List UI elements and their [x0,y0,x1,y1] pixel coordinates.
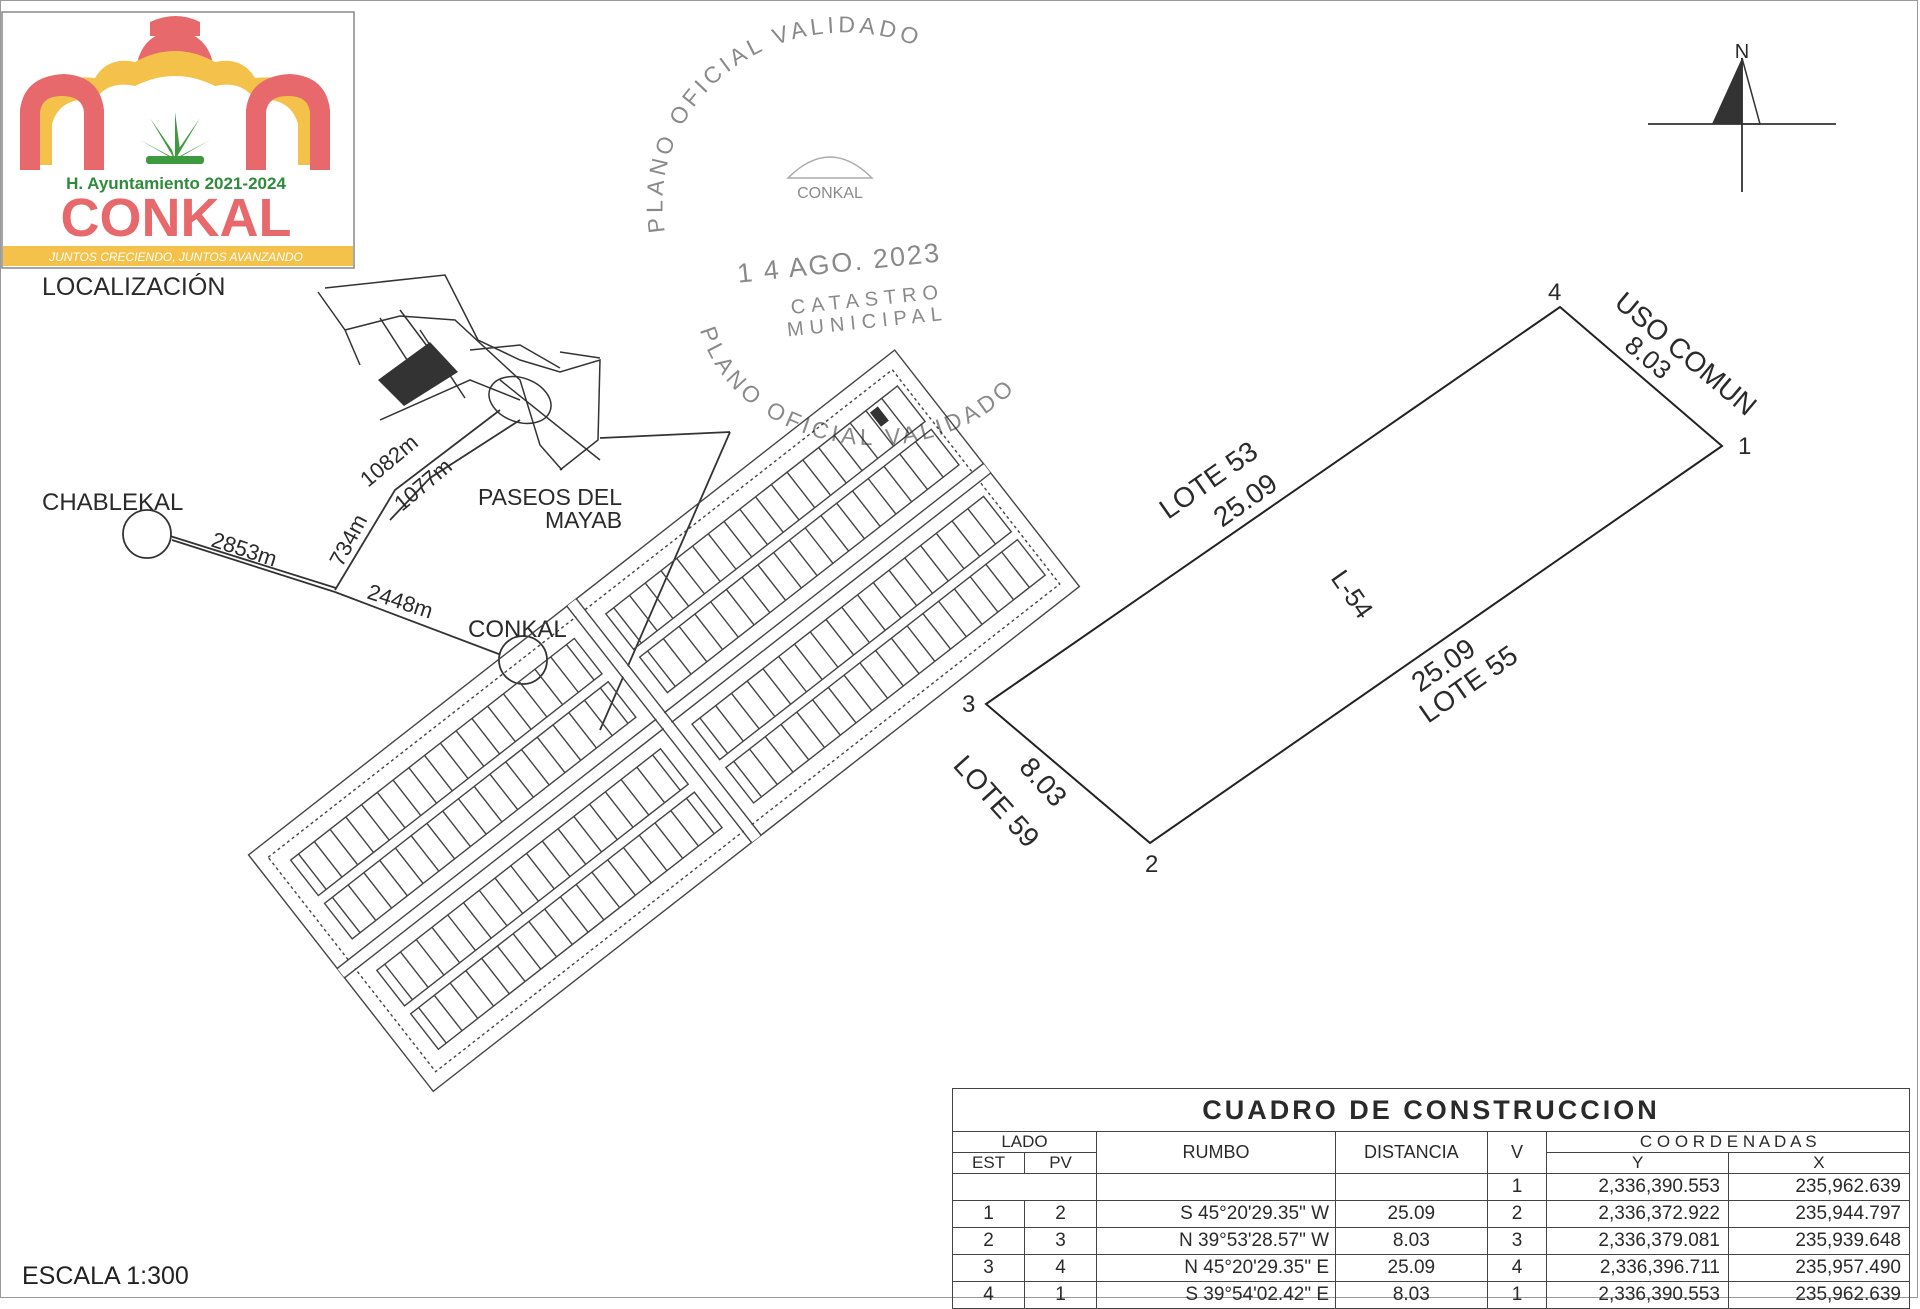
header-x: X [1727,1152,1911,1174]
construction-table: CUADRO DE CONSTRUCCION LADO RUMBO DISTAN… [951,1088,1911,1309]
header-pv: PV [1024,1152,1097,1174]
place-paseos-line2: MAYAB [545,507,622,533]
header-est: EST [951,1152,1026,1174]
location-sketch [317,274,601,471]
table-row: 4 1 S 39°54'02.42" E 8.03 1 2,336,390.55… [951,1281,1911,1309]
place-conkal: CONKAL [468,616,567,643]
vertex-3: 3 [962,691,975,718]
cell-v: 3 [1486,1227,1548,1255]
cell-pv: 1 [1024,1281,1097,1309]
cell-x: 235,962.639 [1727,1281,1911,1309]
cell-est: 2 [951,1227,1026,1255]
cell-x: 235,944.797 [1727,1200,1911,1228]
scale-label: ESCALA 1:300 [22,1262,189,1290]
cell-y: 2,336,390.553 [1546,1173,1729,1201]
north-label: N [1735,41,1749,63]
cell-rumbo: S 45°20'29.35" W [1095,1200,1337,1228]
cell-rumbo: N 45°20'29.35" E [1095,1254,1337,1282]
stamp-top-text: PLANO OFICIAL VALIDADO [641,11,921,234]
table-row: 3 4 N 45°20'29.35" E 25.09 4 2,336,396.7… [951,1254,1911,1282]
municipal-logo: H. Ayuntamiento 2021-2024 CONKAL JUNTOS … [1,11,355,269]
distance-2853m: 2853m [208,527,280,572]
header-y: Y [1546,1152,1729,1174]
north-arrow: N [1648,41,1836,192]
cell-x: 235,957.490 [1727,1254,1911,1282]
vertex-4: 4 [1548,279,1561,306]
logo-name: CONKAL [61,188,292,248]
lot-polygon [984,305,1724,845]
cell-rumbo: N 39°53'28.57" W [1095,1227,1337,1255]
subdivision-plan [247,349,1081,1093]
cell-y: 2,336,379.081 [1546,1227,1729,1255]
cell-distancia: 25.09 [1335,1200,1488,1228]
header-coordenadas: C O O R D E N A D A S [1546,1131,1910,1153]
validation-stamp: PLANO OFICIAL VALIDADO PLANO OFICIAL VAL… [641,11,1021,450]
header-distancia: DISTANCIA [1335,1131,1488,1174]
stamp-date: 1 4 AGO. 2023 [736,237,943,288]
table-title: CUADRO DE CONSTRUCCION [952,1088,1910,1132]
site-block-marker [378,342,458,406]
cell-v: 4 [1486,1254,1548,1282]
conkal-marker [498,635,548,685]
vertex-1: 1 [1738,433,1751,460]
cell-est: 1 [951,1200,1026,1228]
route-lines [169,409,731,731]
header-v: V [1486,1131,1548,1174]
cell-distancia: 8.03 [1335,1281,1488,1309]
svg-text:PLANO OFICIAL VALIDADO: PLANO OFICIAL VALIDADO [641,11,925,234]
table-row: 1 2,336,390.553 235,962.639 [952,1173,1911,1201]
cell-x: 235,962.639 [1727,1173,1911,1201]
header-lado: LADO [952,1131,1097,1153]
cell-x: 235,939.648 [1727,1227,1911,1255]
place-chablekal: CHABLEKAL [42,489,183,516]
lot-id: L-54 [1325,564,1379,624]
svg-text:PLANO OFICIAL VALIDADO: PLANO OFICIAL VALIDADO [695,323,1021,450]
chablekal-marker [122,509,172,559]
table-row: 1 2 S 45°20'29.35" W 25.09 2 2,336,372.9… [951,1200,1911,1228]
cell-y: 2,336,396.711 [1546,1254,1729,1282]
vertex-2: 2 [1145,851,1158,878]
location-title: LOCALIZACIÓN [42,272,225,301]
cell-est: 4 [951,1281,1026,1309]
cell-pv: 2 [1024,1200,1097,1228]
logo-subtitle: H. Ayuntamiento 2021-2024 [66,174,286,193]
cell-v: 1 [1486,1281,1548,1309]
cell-y: 2,336,390.553 [1546,1281,1729,1309]
cell-rumbo: S 39°54'02.42" E [1095,1281,1337,1309]
cell-est: 3 [951,1254,1026,1282]
lot-left-length: 8.03 [1014,751,1074,812]
logo-slogan: JUNTOS CRECIENDO, JUNTOS AVANZANDO [48,250,303,264]
stamp-emblem-text: CONKAL [797,185,863,202]
cell-v: 1 [1486,1173,1548,1201]
cell-y: 2,336,372.922 [1546,1200,1729,1228]
stamp-bottom-text: PLANO OFICIAL VALIDADO [695,323,1017,450]
table-row: 2 3 N 39°53'28.57" W 8.03 3 2,336,379.08… [951,1227,1911,1255]
place-paseos-line1: PASEOS DEL [478,484,622,510]
header-rumbo: RUMBO [1095,1131,1337,1174]
cell-v: 2 [1486,1200,1548,1228]
cell-pv: 3 [1024,1227,1097,1255]
cell-distancia: 8.03 [1335,1227,1488,1255]
cell-distancia: 25.09 [1335,1254,1488,1282]
cell-pv: 4 [1024,1254,1097,1282]
